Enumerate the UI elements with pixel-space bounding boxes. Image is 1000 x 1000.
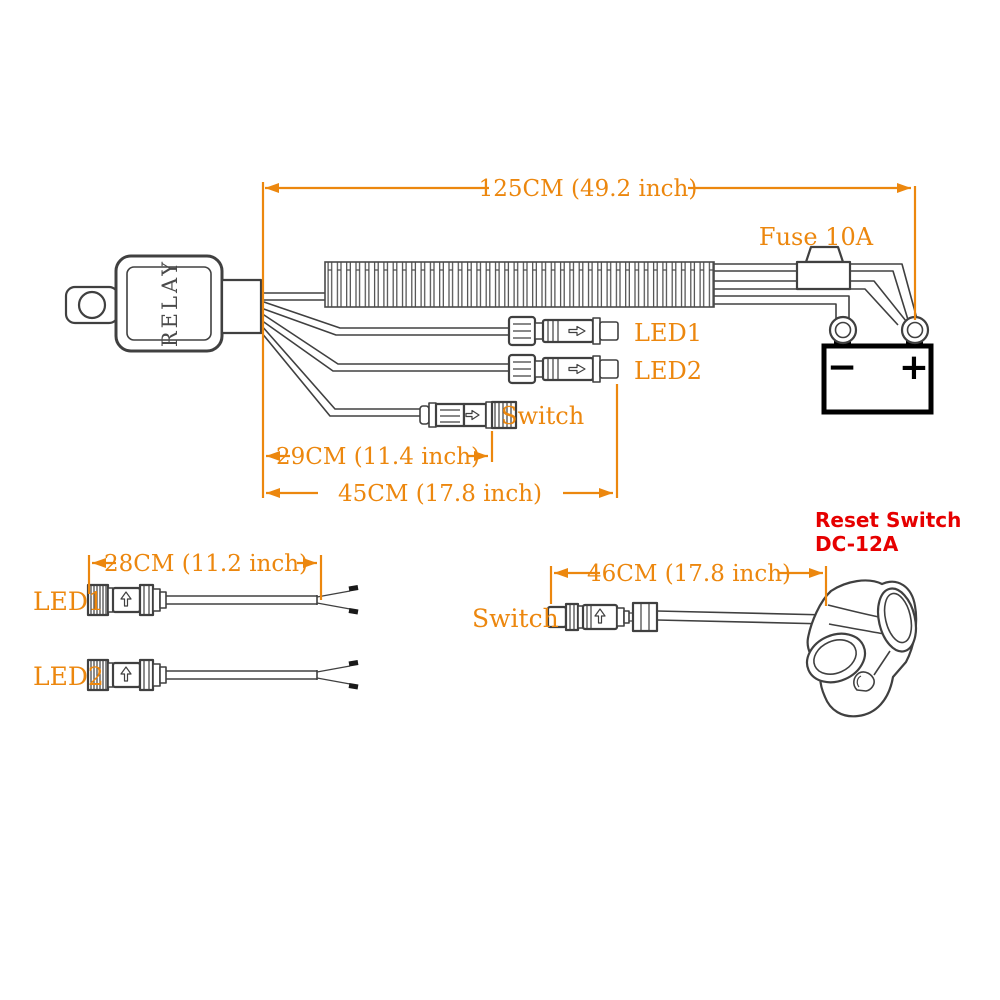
connector-slots: [440, 409, 460, 423]
connector-collar-ribs: [569, 604, 575, 630]
connector-knurl: [490, 400, 518, 430]
wire-to-battery-negative: [714, 295, 850, 321]
led1-extension-label: LED1: [33, 587, 104, 616]
battery-minus-sign: −: [827, 347, 857, 388]
arrow-left-icon: [266, 451, 280, 461]
arrow-left-icon: [265, 183, 279, 193]
connector-slot-body: [434, 402, 466, 428]
relay-face: [126, 266, 212, 341]
connector-body: [462, 402, 488, 428]
connector-body-ribs: [586, 605, 592, 629]
ring-terminal-negative-hole: [834, 321, 852, 339]
led2-wire-tips: [348, 660, 359, 690]
fuse-label: Fuse 10A: [759, 223, 874, 251]
connector-taper2: [623, 610, 630, 624]
ring-terminal-positive-hole: [906, 321, 924, 339]
arrow-left-icon: [266, 488, 280, 498]
wire-led2-branch: [260, 312, 509, 372]
dimension-extension-lines: [87, 182, 917, 606]
arrow-right-icon: [474, 451, 488, 461]
connector-taper1: [616, 607, 625, 627]
connector-collar: [564, 602, 580, 632]
wire-relay-to-tube: [261, 292, 325, 301]
reset-switch-title: Reset Switch: [815, 508, 961, 532]
dimension-led-branch: 45CM (17.8 inch): [266, 481, 613, 507]
wire-tube-to-fuse: [714, 263, 797, 272]
dim-total-text: 125CM (49.2 inch): [479, 176, 698, 202]
led2-extension-cable: [86, 658, 359, 692]
led1-harness-label: LED1: [634, 319, 702, 347]
switch-extension-connector: [546, 601, 659, 633]
relay-assembly: RELAY: [64, 254, 263, 353]
handlebar-reset-switch: [805, 579, 918, 718]
battery: − +: [821, 315, 934, 415]
dim-switch-branch-text: 29CM (11.4 inch): [276, 444, 480, 470]
arrow-left-icon: [554, 568, 568, 578]
reset-switch-model: DC-12A: [815, 532, 899, 556]
arrow-right-icon: [809, 568, 823, 578]
connector-cap: [419, 405, 430, 425]
relay-connector-block: [220, 278, 263, 335]
switch-extension-wire: [656, 610, 829, 625]
fuse-holder: [795, 245, 852, 291]
dimension-total-length: 125CM (49.2 inch): [265, 176, 911, 202]
wire-switch-branch: [260, 324, 420, 417]
connector-nut-slots: [640, 603, 650, 631]
switch-harness-connector: [419, 400, 518, 430]
dimension-switch-extension: 46CM (17.8 inch): [554, 561, 823, 587]
switch-screw-detail: [856, 675, 862, 688]
wire-led1-branch: [260, 300, 509, 336]
orientation-arrow-icon: [465, 409, 480, 421]
dimension-led-extension: 28CM (11.2 inch): [92, 551, 317, 577]
led1-wire-leads: [316, 590, 351, 610]
switch-button: [883, 592, 913, 644]
led2-harness-label: LED2: [634, 357, 702, 385]
led2-extension-label: LED2: [33, 662, 104, 691]
fuse-body: [795, 260, 852, 291]
led1-harness-connector: [507, 315, 620, 347]
corrugated-tube: [324, 261, 715, 308]
led1-extension-wire: [166, 595, 318, 605]
orientation-arrow-icon: [594, 608, 606, 624]
led1-wire-tips: [348, 585, 359, 615]
battery-body: [821, 343, 934, 415]
switch-harness-label: Switch: [501, 402, 584, 430]
switch-extension-label: Switch: [472, 604, 559, 633]
wire-to-battery-positive: [714, 280, 907, 326]
dimension-switch-branch: 29CM (11.4 inch): [266, 444, 488, 470]
led2-wire-leads: [316, 665, 351, 685]
arrow-right-icon: [897, 183, 911, 193]
dim-led-extension-text: 28CM (11.2 inch): [104, 551, 308, 577]
led1-extension-cable: [86, 583, 359, 617]
dim-switch-extension-text: 46CM (17.8 inch): [587, 561, 791, 587]
arrow-right-icon: [303, 558, 317, 568]
harness-wires: [260, 263, 918, 417]
arrow-left-icon: [92, 558, 106, 568]
led2-harness-connector: [507, 353, 620, 385]
connector-knurl-lines: [494, 402, 512, 428]
ring-terminal-hole: [77, 290, 107, 320]
handlebar-clamp-hole: [813, 639, 857, 675]
dim-led-branch-text: 45CM (17.8 inch): [338, 481, 542, 507]
wire-fuse-to-battery-positive: [850, 263, 918, 324]
led2-extension-wire: [166, 670, 318, 680]
arrow-right-icon: [599, 488, 613, 498]
connector-nut: [631, 601, 659, 633]
battery-plus-sign: +: [899, 347, 929, 388]
relay-label: RELAY: [158, 259, 182, 347]
